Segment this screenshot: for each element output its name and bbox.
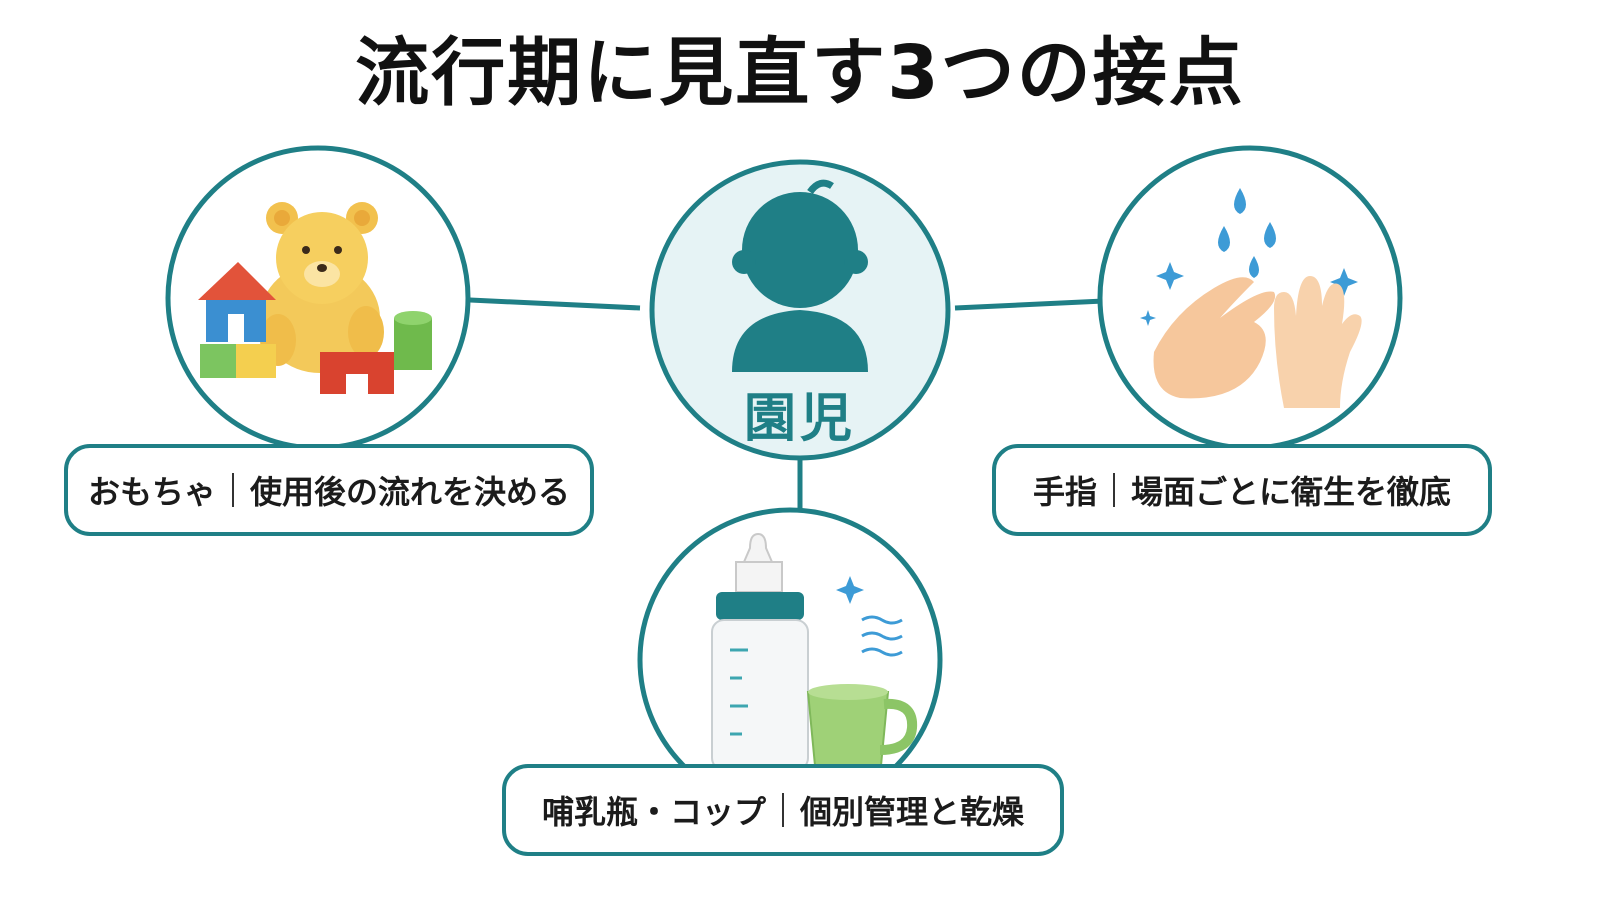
touchpoint-action: 場面ごとに衛生を徹底 [1131, 473, 1452, 511]
bottle-cup-icon [637, 507, 943, 813]
touchpoint-bottle-label: 哺乳瓶・コップ 個別管理と乾燥 [502, 764, 1064, 856]
touchpoint-toys-label: おもちゃ 使用後の流れを決める [64, 444, 594, 536]
touchpoint-hands-label: 手指 場面ごとに衛生を徹底 [992, 444, 1492, 536]
separator [1113, 473, 1115, 507]
touchpoint-name: 哺乳瓶・コップ [541, 793, 766, 831]
child-silhouette-icon [649, 159, 951, 461]
page-title: 流行期に見直す3つの接点 [355, 30, 1245, 116]
touchpoint-name: おもちゃ [87, 473, 216, 511]
connector-right [954, 297, 1126, 311]
touchpoint-action: 使用後の流れを決める [250, 473, 571, 511]
center-label: 園児 [743, 389, 856, 449]
touchpoint-action: 個別管理と乾燥 [800, 793, 1025, 831]
separator [232, 473, 234, 507]
connector-left [469, 297, 641, 311]
touchpoint-name: 手指 [1032, 473, 1097, 511]
separator [782, 793, 784, 827]
toys-icon [165, 145, 471, 451]
handwashing-icon [1097, 145, 1403, 451]
